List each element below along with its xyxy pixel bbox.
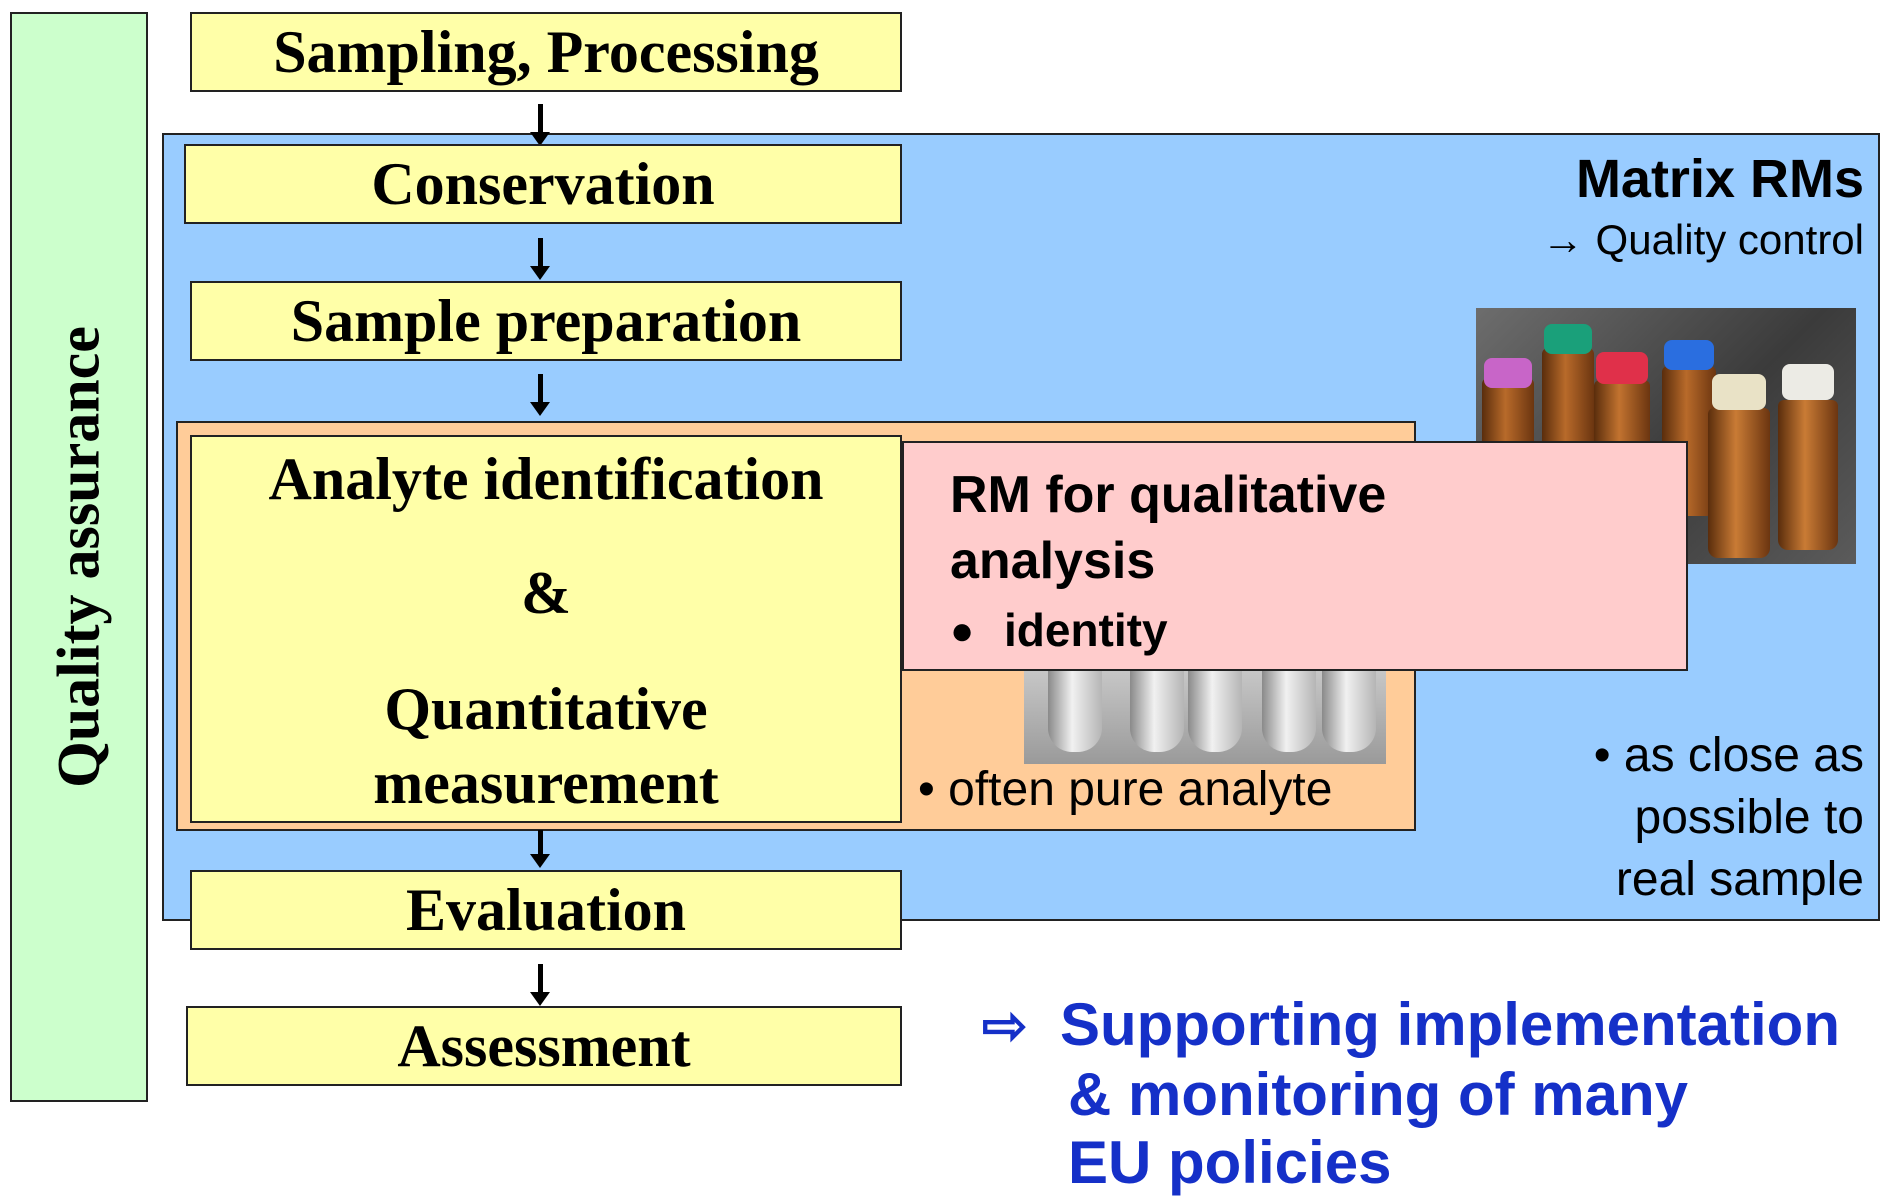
step-analyte-line1: Analyte identification xyxy=(268,446,824,512)
qualitative-rm-bullet: identity xyxy=(1004,604,1168,656)
qualitative-rm-box: RM for qualitative analysis ● identity xyxy=(902,441,1688,671)
step-evaluation-label: Evaluation xyxy=(405,876,687,943)
support-line2: & monitoring of many xyxy=(1068,1061,1688,1128)
matrix-rms-bullet-line1: • as close as xyxy=(1593,729,1864,782)
matrix-rms-bullet-line2: possible to xyxy=(1634,791,1864,844)
arrow-down-icon xyxy=(530,374,550,418)
tubes-photo-icon xyxy=(1024,666,1386,764)
arrow-down-icon xyxy=(530,238,550,282)
arrow-down-icon xyxy=(530,830,550,870)
pure-analyte-bullet: • often pure analyte xyxy=(918,763,1333,816)
quality-assurance-label: Quality assurance xyxy=(45,326,112,788)
support-arrow-icon: ⇨ xyxy=(982,996,1028,1056)
step-assessment-label: Assessment xyxy=(397,1012,691,1079)
step-analyte-line2: & xyxy=(521,560,571,626)
matrix-rms-title: Matrix RMs xyxy=(1575,149,1864,209)
matrix-rms-bullet-line3: real sample xyxy=(1615,853,1864,906)
arrow-down-icon xyxy=(530,964,550,1008)
step-conservation-label: Conservation xyxy=(371,150,715,217)
qualitative-rm-title-line1: RM for qualitative xyxy=(950,466,1387,524)
step-evaluation: Evaluation xyxy=(190,870,902,950)
step-analyte-identification-measurement: Analyte identification & Quantitative me… xyxy=(190,435,902,823)
matrix-rms-subtitle: → Quality control xyxy=(1541,216,1864,263)
step-sample-preparation-label: Sample preparation xyxy=(290,287,802,354)
step-conservation: Conservation xyxy=(184,144,902,224)
step-sample-preparation: Sample preparation xyxy=(190,281,902,361)
support-line3: EU policies xyxy=(1068,1129,1392,1196)
step-analyte-line4: measurement xyxy=(373,750,719,816)
step-analyte-line3: Quantitative xyxy=(384,676,708,742)
step-sampling-processing-label: Sampling, Processing xyxy=(273,18,819,85)
arrow-down-icon xyxy=(530,104,550,146)
quality-assurance-bar: Quality assurance xyxy=(10,12,148,1102)
step-assessment: Assessment xyxy=(186,1006,902,1086)
qualitative-rm-title-line2: analysis xyxy=(950,532,1156,590)
support-line1: Supporting implementation xyxy=(1060,991,1840,1058)
qualitative-rm-bullet-icon: ● xyxy=(950,609,975,653)
step-sampling-processing: Sampling, Processing xyxy=(190,12,902,92)
